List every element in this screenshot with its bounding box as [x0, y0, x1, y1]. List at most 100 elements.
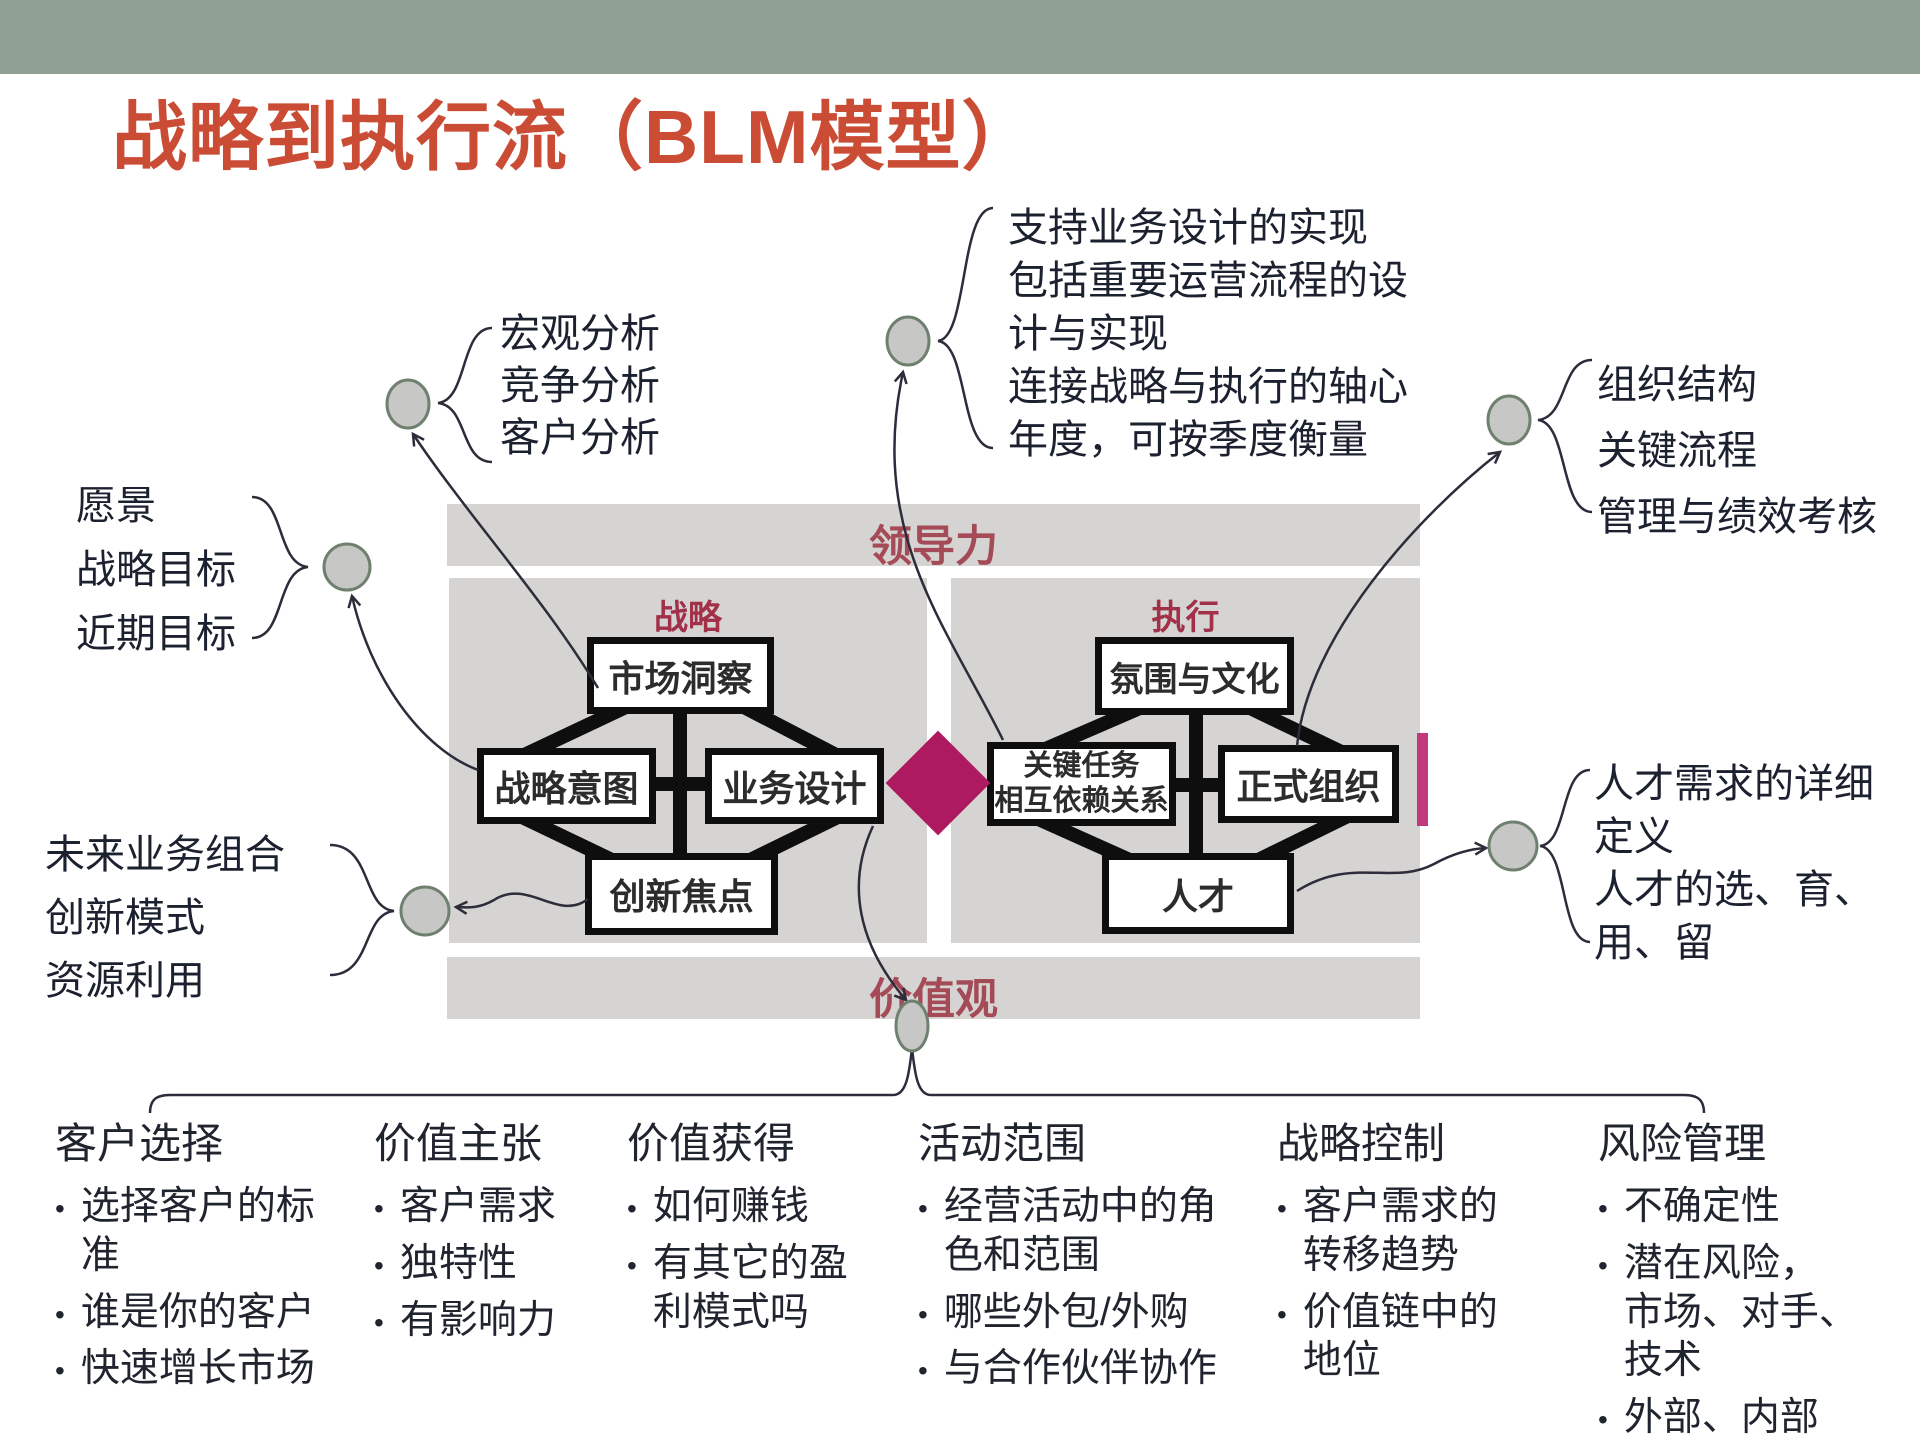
- bullet-icon: •: [1598, 1249, 1608, 1281]
- values-band: 价值观: [447, 957, 1420, 1024]
- box-key-tasks: 关键任务 相互依赖关系: [987, 742, 1176, 826]
- callout-line: 支持业务设计的实现: [1008, 206, 1368, 250]
- list-item: •经营活动中的角 色和范围: [918, 1183, 1238, 1281]
- box-innovation-focus: 创新焦点: [585, 853, 778, 935]
- section-title: 战略控制: [1277, 1120, 1446, 1167]
- bullet-icon: •: [918, 1298, 928, 1330]
- brace-icon: [1539, 768, 1591, 944]
- list-item: •客户需求的 转移趋势: [1277, 1183, 1537, 1281]
- brace-icon: [329, 843, 395, 977]
- callout-line: 连接战略与执行的轴心: [1008, 365, 1408, 409]
- values-label: 价值观: [869, 976, 998, 1024]
- callout-line: 人才的选、育、: [1594, 868, 1874, 912]
- box-atmosphere-culture: 氛围与文化: [1095, 637, 1294, 715]
- callout-line: 客户分析: [500, 416, 660, 460]
- bullet-icon: •: [374, 1193, 384, 1224]
- bullet-icon: •: [55, 1298, 65, 1330]
- callout-line: 资源利用: [45, 959, 205, 1003]
- brace-icon: [251, 495, 309, 640]
- section-title: 风险管理: [1598, 1120, 1767, 1167]
- connector-circle-organization: [1486, 394, 1532, 446]
- bullet-icon: •: [55, 1193, 65, 1224]
- bullet-icon: •: [55, 1355, 65, 1387]
- connector-circle-vision: [322, 542, 372, 592]
- bullet-icon: •: [1277, 1298, 1287, 1330]
- box-talent: 人才: [1102, 853, 1294, 934]
- list-item: •价值链中的 地位: [1277, 1289, 1537, 1387]
- callout-line: 战略目标: [76, 548, 236, 592]
- box-formal-organization: 正式组织: [1218, 745, 1399, 823]
- brace-icon: [1537, 358, 1593, 514]
- bullet-icon: •: [1598, 1404, 1608, 1435]
- callout-talent: 人才需求的详细 定义 人才的选、育、 用、留: [1594, 758, 1874, 970]
- box-business-design: 业务设计: [705, 748, 884, 824]
- list-item: •不确定性: [1598, 1183, 1898, 1232]
- magenta-stripe: [1417, 733, 1428, 826]
- bullet-icon: •: [627, 1249, 637, 1281]
- callout-line: 创新模式: [45, 896, 205, 940]
- list-item: •谁是你的客户: [55, 1289, 355, 1338]
- brace-icon: [437, 326, 493, 464]
- connector-circle-talent: [1487, 820, 1539, 872]
- connector-circle-design-support: [885, 315, 931, 367]
- bottom-bracket: [148, 1047, 1706, 1114]
- section-activity-scope: 活动范围 •经营活动中的角 色和范围 •哪些外包/外购 •与合作伙伴协作: [918, 1110, 1238, 1402]
- list-item: •快速增长市场: [55, 1345, 355, 1394]
- bullet-icon: •: [374, 1249, 384, 1281]
- section-strategic-control: 战略控制 •客户需求的 转移趋势 •价值链中的 地位: [1277, 1110, 1537, 1394]
- list-item: •哪些外包/外购: [918, 1289, 1238, 1338]
- section-value-capture: 价值获得 •如何赚钱 •有其它的盈 利模式吗: [627, 1110, 887, 1345]
- list-item: •客户需求: [374, 1183, 614, 1232]
- list-item: •与合作伙伴协作: [918, 1345, 1238, 1394]
- callout-line: 组织结构: [1597, 363, 1757, 407]
- callout-line: 年度，可按季度衡量: [1008, 418, 1368, 462]
- callout-line: 宏观分析: [500, 312, 660, 356]
- page-title: 战略到执行流（BLM模型）: [112, 95, 1038, 179]
- callout-design-support: 支持业务设计的实现 包括重要运营流程的设 计与实现 连接战略与执行的轴心 年度，…: [1008, 202, 1408, 467]
- bullet-icon: •: [1277, 1193, 1287, 1224]
- box-market-insight: 市场洞察: [587, 637, 774, 714]
- connector-circle-market-analysis: [385, 378, 431, 430]
- callout-line: 计与实现: [1008, 312, 1168, 356]
- brace-icon: [937, 206, 994, 450]
- callout-line: 用、留: [1594, 921, 1714, 965]
- section-title: 价值获得: [627, 1120, 796, 1167]
- connector-circle-future-business: [399, 885, 451, 937]
- top-accent-bar: [0, 0, 1920, 74]
- leadership-band: 领导力: [447, 504, 1420, 571]
- callout-line: 包括重要运营流程的设: [1008, 259, 1408, 303]
- bullet-icon: •: [627, 1193, 637, 1224]
- callout-vision: 愿景 战略目标 近期目标: [76, 474, 236, 666]
- box-strategic-intent: 战略意图: [477, 748, 656, 824]
- list-item: •独特性: [374, 1240, 614, 1289]
- bullet-icon: •: [1598, 1193, 1608, 1224]
- callout-organization: 组织结构 关键流程 管理与绩效考核: [1597, 352, 1877, 550]
- list-item: •有其它的盈 利模式吗: [627, 1240, 887, 1338]
- callout-line: 近期目标: [76, 612, 236, 656]
- callout-line: 定义: [1594, 815, 1674, 859]
- section-value-proposition: 价值主张 •客户需求 •独特性 •有影响力: [374, 1110, 614, 1353]
- list-item: •选择客户的标 准: [55, 1183, 355, 1281]
- strategy-panel-label: 战略: [654, 599, 722, 637]
- execution-panel-label: 执行: [1151, 599, 1220, 637]
- callout-line: 愿景: [76, 484, 156, 528]
- callout-line: 关键流程: [1597, 429, 1757, 473]
- callout-line: 管理与绩效考核: [1597, 495, 1877, 539]
- bullet-icon: •: [374, 1306, 384, 1338]
- bullet-icon: •: [918, 1193, 928, 1224]
- section-customer-selection: 客户选择 •选择客户的标 准 •谁是你的客户 •快速增长市场: [55, 1110, 355, 1402]
- leadership-label: 领导力: [869, 523, 998, 571]
- section-title: 活动范围: [918, 1120, 1087, 1167]
- list-item: •有影响力: [374, 1297, 614, 1346]
- section-risk-management: 风险管理 •不确定性 •潜在风险， 市场、对手、 技术 •外部、内部: [1598, 1110, 1898, 1440]
- list-item: •外部、内部: [1598, 1394, 1898, 1440]
- callout-line: 未来业务组合: [45, 833, 285, 877]
- section-title: 客户选择: [55, 1120, 224, 1167]
- callout-line: 人才需求的详细: [1594, 762, 1874, 806]
- callout-future-business: 未来业务组合 创新模式 资源利用: [45, 824, 285, 1013]
- bullet-icon: •: [918, 1355, 928, 1387]
- list-item: •潜在风险， 市场、对手、 技术: [1598, 1240, 1898, 1386]
- section-title: 价值主张: [374, 1120, 543, 1167]
- callout-market-analysis: 宏观分析 竞争分析 客户分析: [500, 308, 660, 464]
